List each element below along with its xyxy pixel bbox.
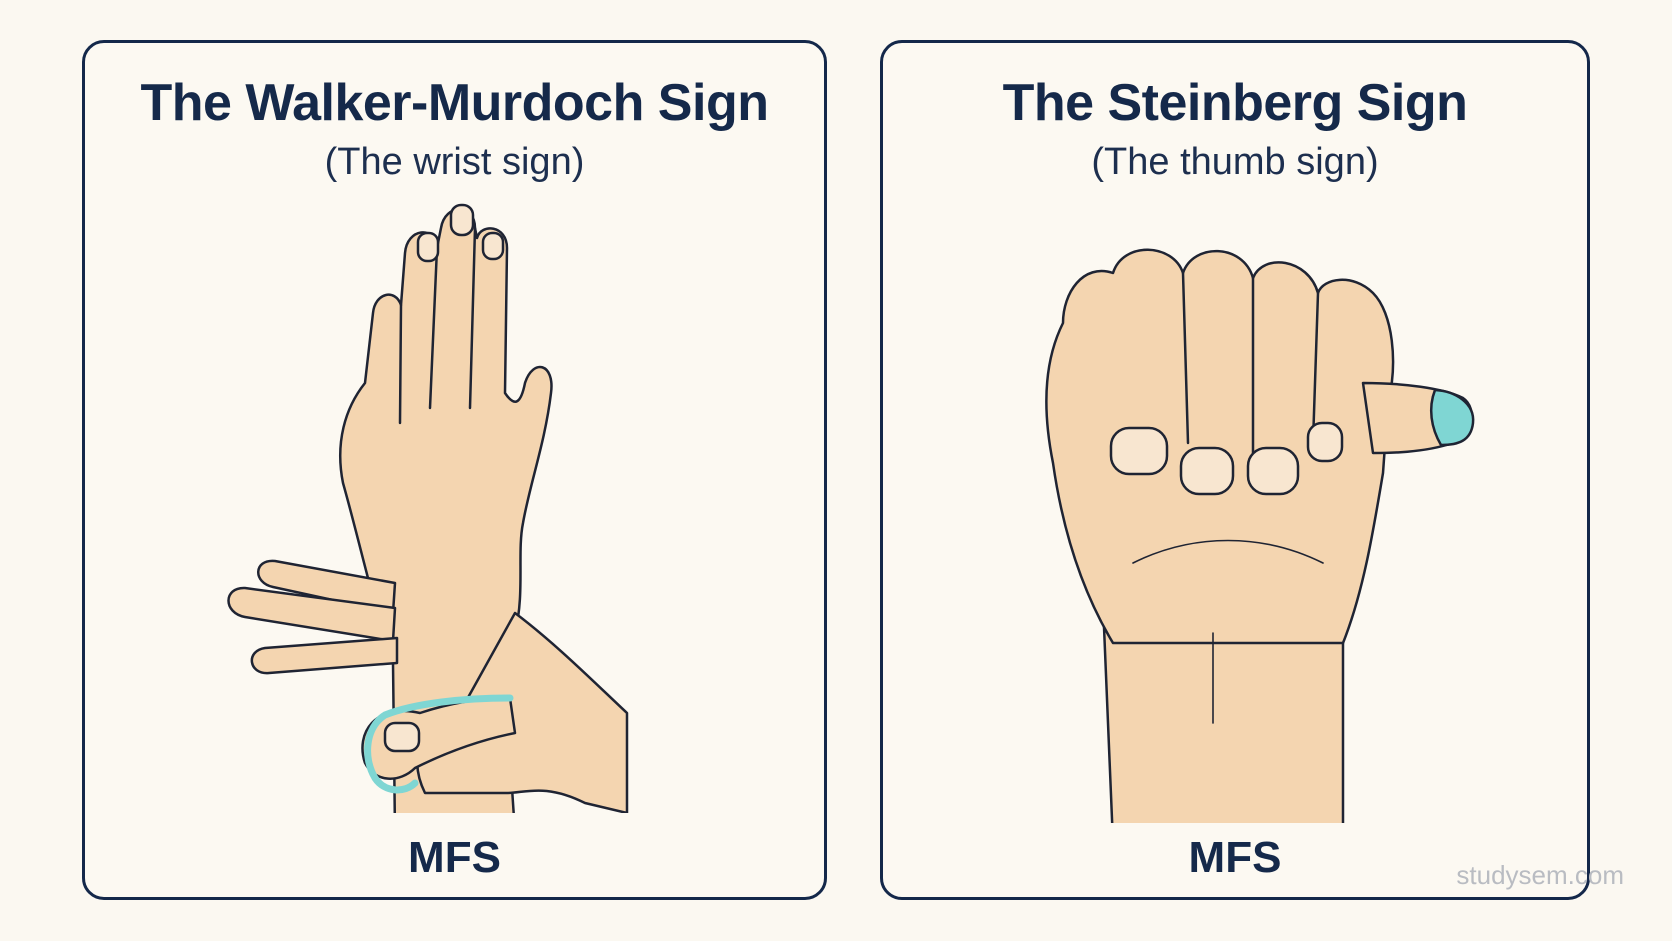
fingernail <box>1179 446 1235 496</box>
steinberg-title: The Steinberg Sign <box>1002 74 1468 132</box>
walker-murdoch-title: The Walker-Murdoch Sign <box>140 74 769 132</box>
walker-murdoch-label: MFS <box>408 833 501 882</box>
wrist-sign-illustration <box>227 203 629 813</box>
thumb-sign-illustration <box>1045 248 1475 823</box>
fingernail <box>481 231 505 261</box>
watermark: studysem.com <box>1456 860 1624 890</box>
gripping-finger <box>257 559 397 615</box>
gripping-finger <box>250 636 399 675</box>
thumb-tip-highlight <box>1429 388 1475 447</box>
overlap-highlight <box>364 694 514 794</box>
steinberg-subtitle: (The thumb sign) <box>1091 141 1379 183</box>
fingernail <box>1306 421 1344 463</box>
thumbnail <box>383 721 421 753</box>
fist <box>1045 248 1395 645</box>
fingernail <box>449 203 475 237</box>
walker-murdoch-panel: The Walker-Murdoch Sign (The wrist sign) <box>82 40 827 900</box>
fingernail <box>416 231 440 263</box>
steinberg-label: MFS <box>1188 833 1282 882</box>
steinberg-panel: The Steinberg Sign (The thumb sign) MFS <box>880 40 1590 900</box>
fingernail <box>1246 446 1300 496</box>
walker-murdoch-subtitle: (The wrist sign) <box>324 141 585 183</box>
fingernail <box>1109 426 1169 476</box>
gripping-finger <box>227 586 397 643</box>
